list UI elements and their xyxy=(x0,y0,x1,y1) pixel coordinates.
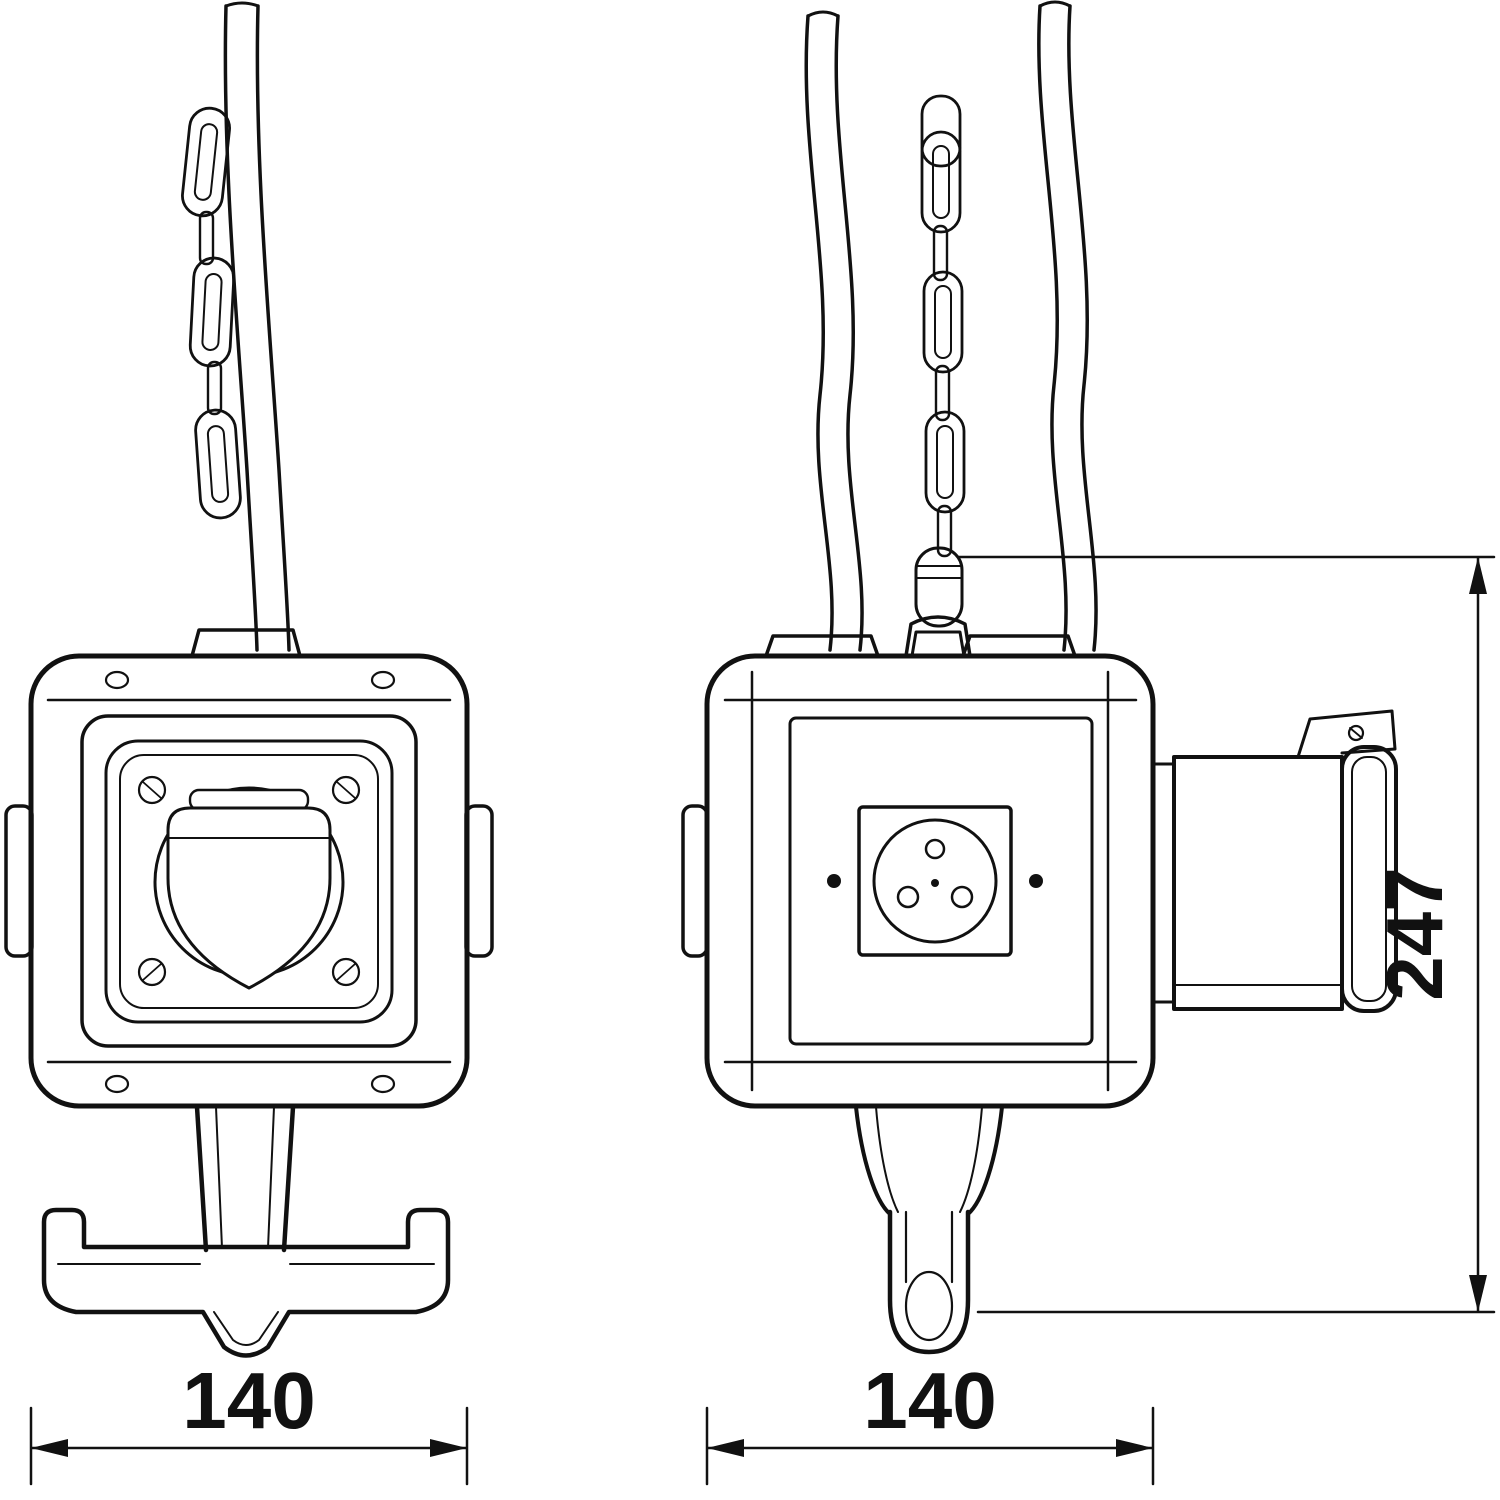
side-cable-right xyxy=(1037,4,1098,652)
arrowhead-right xyxy=(430,1439,467,1457)
dimension-label-front-width: 140 xyxy=(182,1356,315,1445)
front-hook-bar xyxy=(41,1207,451,1358)
cee-face xyxy=(1340,745,1398,1013)
side-hook-stem xyxy=(854,1105,1004,1216)
front-hook-stem xyxy=(194,1104,296,1253)
front-view xyxy=(4,1,494,1358)
front-cable xyxy=(223,1,291,652)
dimension-label-overall-height: 247 xyxy=(1370,867,1459,1000)
front-hook xyxy=(41,1104,451,1358)
side-enclosure xyxy=(681,653,1156,1109)
side-glands xyxy=(764,615,1077,658)
front-left-tab xyxy=(4,804,34,958)
side-pin-connector xyxy=(827,805,1043,957)
dimensions: 140 140 247 xyxy=(29,555,1496,1486)
chain-shackle xyxy=(914,546,964,628)
panel-screw-right xyxy=(1029,874,1043,888)
arrowhead-bottom xyxy=(1469,1275,1487,1312)
dimension-front-width: 140 xyxy=(29,1356,469,1486)
chain-mount xyxy=(910,630,966,658)
front-cable-gland xyxy=(190,628,302,658)
side-hook xyxy=(854,1105,1004,1355)
front-chain xyxy=(181,106,242,520)
dimension-overall-height: 247 xyxy=(956,555,1496,1314)
dimension-label-side-width: 140 xyxy=(863,1356,996,1445)
side-view xyxy=(681,0,1398,1355)
arrowhead-left xyxy=(31,1439,68,1457)
front-enclosure xyxy=(4,653,494,1109)
side-chain xyxy=(910,94,966,658)
front-socket xyxy=(104,739,394,1024)
side-left-tab xyxy=(681,804,709,958)
side-cables xyxy=(804,0,1098,652)
side-cable-left xyxy=(804,14,864,652)
side-cee-socket xyxy=(1150,709,1398,1013)
panel-screw-left xyxy=(827,874,841,888)
cee-top-bracket xyxy=(1296,709,1397,759)
dimension-side-width: 140 xyxy=(705,1356,1155,1486)
front-right-tab xyxy=(464,804,494,958)
arrowhead-right xyxy=(1116,1439,1153,1457)
screw-slots xyxy=(142,781,356,981)
arrowhead-top xyxy=(1469,557,1487,594)
socket-lid xyxy=(166,806,332,990)
arrowhead-left xyxy=(707,1439,744,1457)
